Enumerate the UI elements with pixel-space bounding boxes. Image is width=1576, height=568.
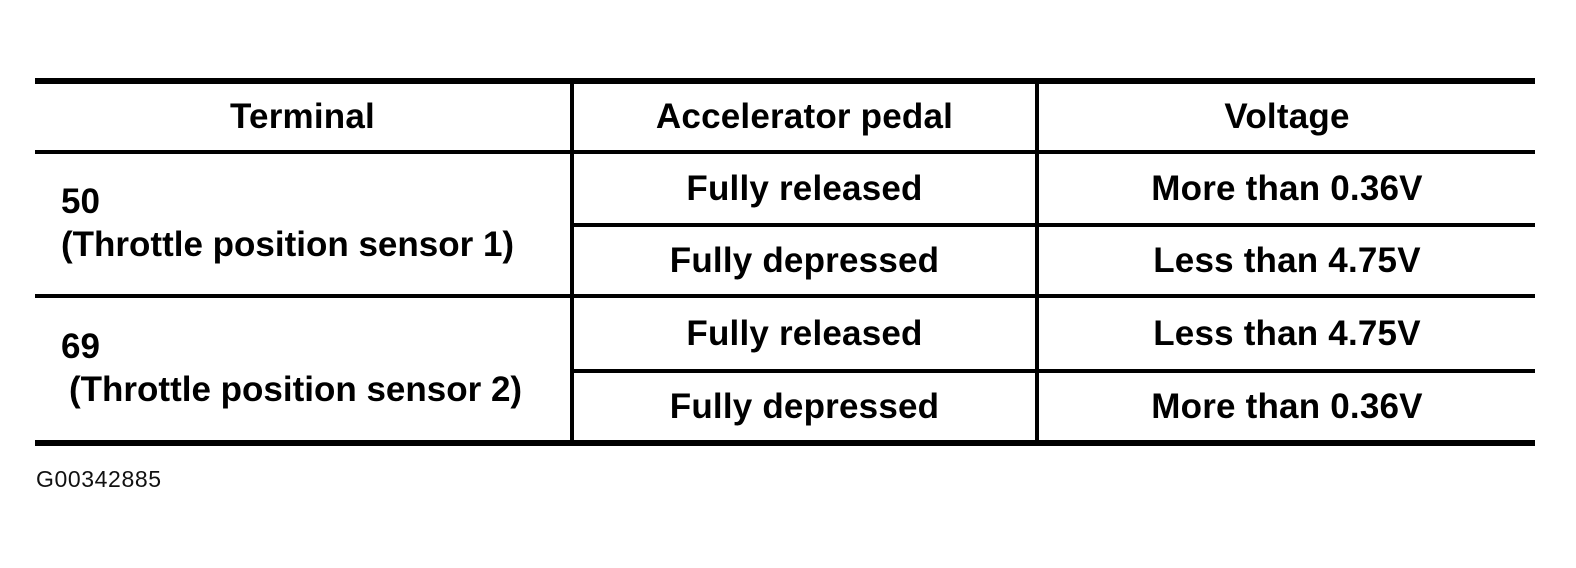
voltage-row-2-label: Less than 4.75V (1153, 240, 1421, 280)
terminal-69-block: 69 (Throttle position sensor 2) (61, 326, 522, 411)
table-rule-group-divider (35, 294, 1535, 298)
pedal-state-row-1-label: Fully released (686, 168, 923, 208)
terminal-50-description: (Throttle position sensor 1) (61, 225, 515, 264)
voltage-row-3-label: Less than 4.75V (1153, 313, 1421, 353)
voltage-row-4-label: More than 0.36V (1151, 386, 1423, 426)
table-rule-row1-inner (570, 223, 1535, 227)
figure-caption: G00342885 (36, 466, 162, 492)
pedal-state-row-4-label: Fully depressed (669, 386, 940, 426)
column-header-voltage-label: Voltage (1224, 97, 1350, 136)
terminal-50-block: 50 (Throttle position sensor 1) (61, 181, 514, 266)
voltage-row-4: More than 0.36V (1039, 373, 1535, 440)
voltage-row-1-label: More than 0.36V (1151, 168, 1423, 208)
column-header-accelerator-pedal: Accelerator pedal (574, 84, 1035, 150)
table-rule-row2-inner (570, 369, 1535, 373)
pedal-state-row-2: Fully depressed (574, 227, 1035, 294)
voltage-row-2: Less than 4.75V (1039, 227, 1535, 294)
table-row-terminal-69: 69 (Throttle position sensor 2) (35, 298, 570, 440)
pedal-state-row-1: Fully released (574, 154, 1035, 223)
column-header-terminal-label: Terminal (230, 97, 375, 136)
table-column-divider-1 (570, 78, 574, 446)
pedal-state-row-3: Fully released (574, 298, 1035, 369)
pedal-state-row-3-label: Fully released (686, 313, 923, 353)
voltage-row-1: More than 0.36V (1039, 154, 1535, 223)
terminal-69-description: (Throttle position sensor 2) (69, 370, 523, 409)
table-rule-header-bottom (35, 150, 1535, 154)
pedal-state-row-2-label: Fully depressed (669, 240, 940, 280)
table-bottom-rule (35, 440, 1535, 446)
voltage-row-3: Less than 4.75V (1039, 298, 1535, 369)
pedal-state-row-4: Fully depressed (574, 373, 1035, 440)
table-column-divider-2 (1035, 78, 1039, 446)
terminal-69-number: 69 (61, 327, 100, 367)
table-row-terminal-50: 50 (Throttle position sensor 1) (35, 154, 570, 294)
column-header-accelerator-pedal-label: Accelerator pedal (655, 97, 954, 136)
column-header-voltage: Voltage (1039, 84, 1535, 150)
terminal-50-number: 50 (61, 182, 100, 222)
column-header-terminal: Terminal (35, 84, 570, 150)
table-top-rule (35, 78, 1535, 84)
